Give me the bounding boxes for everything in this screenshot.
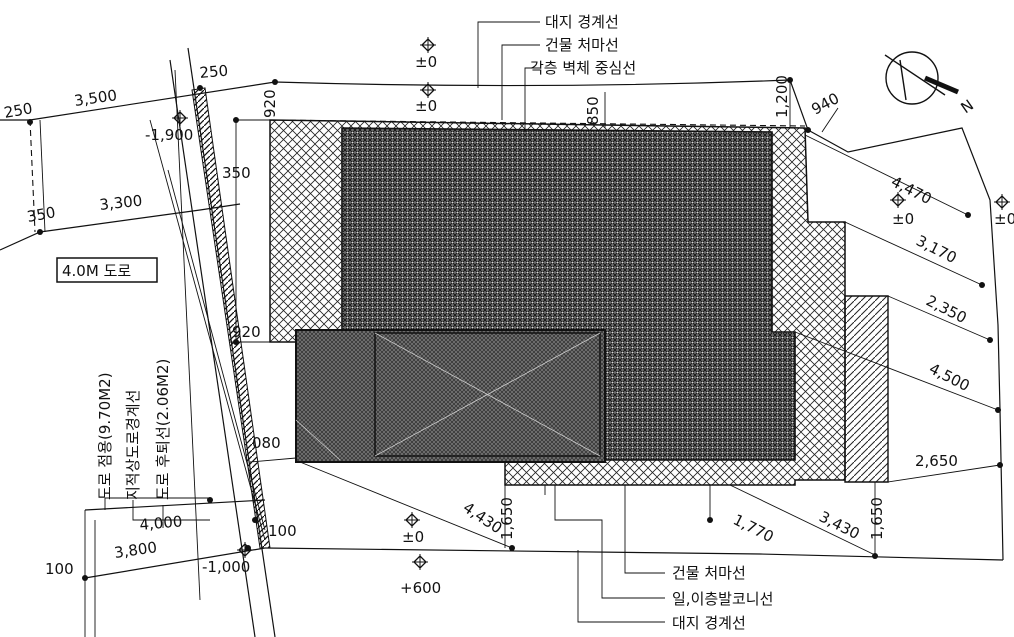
- dim-250-b: 250: [199, 62, 229, 82]
- dim-1770: 1,770: [730, 511, 776, 547]
- dimension-rays: [230, 80, 1001, 556]
- dim-3170: 3,170: [913, 232, 959, 268]
- dim-2650: 2,650: [915, 452, 958, 470]
- dim-920-a: 920: [261, 89, 279, 118]
- elevation-bottom-2: +600: [400, 579, 441, 597]
- dim-350-a: 350: [222, 164, 251, 182]
- dim-4000: 4,000: [139, 512, 183, 534]
- road-occupancy-label: 도로 점용(9.70M2): [96, 372, 114, 500]
- dim-080: 080: [252, 434, 281, 452]
- callout-leaders: [477, 21, 711, 623]
- dim-3800: 3,800: [113, 538, 158, 562]
- dimension-dots: [27, 77, 1003, 581]
- elevation-bottom-1: ±0: [402, 528, 424, 546]
- callout-top-boundary: 대지 경계선: [545, 13, 619, 31]
- dim-1200: 1,200: [773, 75, 791, 118]
- callout-bottom-balcony: 일,이층발코니선: [672, 590, 773, 608]
- dim-2350: 2,350: [923, 292, 969, 328]
- curb-strip: [191, 87, 271, 549]
- building: [269, 119, 889, 486]
- road-label-box: [56, 257, 158, 283]
- north-label: N: [958, 96, 978, 117]
- elevation-bottom-road: -1,000: [202, 558, 250, 576]
- dim-250-a: 250: [3, 99, 34, 122]
- callout-top-wall-center: 각층 벽체 중심선: [530, 59, 636, 77]
- dim-4500: 4,500: [926, 360, 972, 396]
- road-vertical-labels: 도로 점용(9.70M2) 지적상도로경계선 도로 후퇴선(2.06M2): [96, 359, 210, 528]
- elevation-left-road: -1,900: [145, 126, 193, 144]
- elevation-top-1: ±0: [415, 53, 437, 71]
- dim-1650-b: 1,650: [868, 497, 886, 540]
- callout-bottom-boundary: 대지 경계선: [672, 614, 746, 632]
- dim-3500: 3,500: [73, 86, 118, 110]
- dim-100-a: 100: [268, 522, 297, 540]
- dim-1650-a: 1,650: [498, 497, 516, 540]
- road-setback-label: 도로 후퇴선(2.06M2): [154, 359, 172, 500]
- elevation-right-1: ±0: [892, 210, 914, 228]
- elevation-top-2: ±0: [415, 97, 437, 115]
- site-boundary: [264, 79, 1004, 561]
- dim-350-b: 350: [26, 203, 57, 226]
- dim-850: 850: [584, 96, 602, 125]
- callout-top-eaves: 건물 처마선: [545, 36, 619, 54]
- callout-bottom-eaves: 건물 처마선: [672, 564, 746, 582]
- dim-920-b: 920: [232, 323, 261, 341]
- north-arrow: N: [884, 51, 978, 117]
- cadastral-road-boundary-label: 지적상도로경계선: [124, 390, 142, 500]
- dim-3300: 3,300: [99, 192, 144, 214]
- elevation-markers: [172, 37, 1010, 570]
- dim-940: 940: [808, 89, 842, 118]
- dim-100-b: 100: [45, 560, 74, 578]
- road-width-label: 4.0M 도로: [62, 262, 131, 280]
- elevation-right-2: ±0: [994, 210, 1014, 228]
